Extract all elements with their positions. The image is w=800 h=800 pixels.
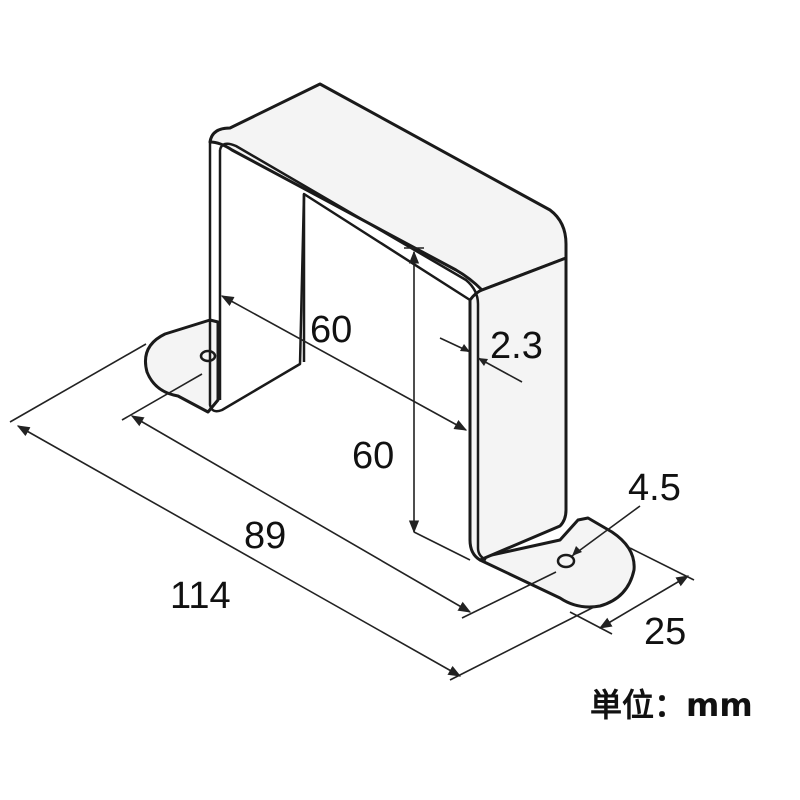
depth-extension-bottom	[569, 611, 613, 635]
overall-length-dimension-line	[16, 425, 462, 677]
overall-length-label: 114	[170, 575, 231, 617]
hole-diameter-label: 4.5	[628, 467, 681, 509]
depth-extension-top	[629, 547, 695, 581]
depth-dimension-line	[598, 575, 690, 629]
unit-label: 単位：mm	[590, 686, 753, 724]
hole-diameter-arrow	[572, 546, 582, 556]
depth-label: 25	[644, 611, 686, 653]
hole-spacing-extension-right	[461, 571, 557, 619]
inner-width-label: 60	[310, 309, 352, 351]
overall-length-extension-right	[449, 605, 597, 681]
right-side-face	[468, 256, 568, 562]
inner-height-extension-bottom	[413, 531, 471, 561]
left-mounting-hole	[199, 349, 217, 363]
left-foot-flange	[144, 318, 220, 414]
thickness-arrow-right	[478, 358, 488, 366]
inner-width-dimension-line	[220, 295, 468, 431]
bracket-body	[144, 82, 636, 609]
hole-spacing-label: 89	[244, 515, 286, 557]
overall-length-extension-left	[9, 343, 147, 423]
inner-height-label: 60	[352, 435, 394, 477]
dimension-lines	[9, 247, 695, 681]
dimension-labels: 60 60 2.3 4.5 25 89 114 単位：mm	[170, 309, 753, 724]
top-face	[208, 82, 568, 292]
hole-diameter-leader	[571, 505, 641, 557]
hole-spacing-extension-left	[121, 373, 203, 421]
right-mounting-hole	[556, 553, 576, 569]
thickness-arrow-left	[460, 344, 470, 352]
thickness-label: 2.3	[490, 325, 543, 367]
inner-u-outline	[218, 142, 487, 562]
